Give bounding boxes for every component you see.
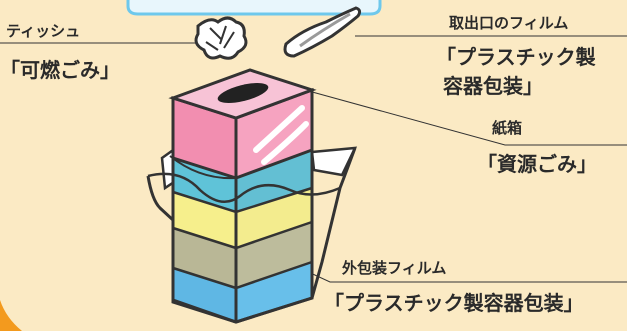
tissue-category-label: 「可燃ごみ」 <box>0 58 120 82</box>
outer-film-wave <box>147 172 341 203</box>
tissue-label: ティッシュ <box>6 22 81 40</box>
corner-accent <box>0 300 22 331</box>
box-category-label: 「資源ごみ」 <box>477 152 597 176</box>
box-layers-side <box>236 150 312 322</box>
box-label: 紙箱 <box>492 119 523 137</box>
tissue-illustration <box>194 16 248 60</box>
outer-leader <box>277 257 627 283</box>
opening-category-line2: 容器包装」 <box>443 74 543 98</box>
top-frame-border <box>126 0 382 16</box>
outer-film-label: 外包装フィルム <box>342 259 447 277</box>
opening-film-label: 取出口のフィルム <box>449 14 569 32</box>
box-leader <box>304 89 627 146</box>
box-layers-front <box>173 158 236 322</box>
film-strip-illustration <box>283 6 362 58</box>
outer-category-label: 「プラスチック製容器包装」 <box>324 291 584 315</box>
outer-film-wave-2 <box>169 155 237 180</box>
opening-category-line1: 「プラスチック製 <box>436 45 596 69</box>
paper-box <box>168 68 317 181</box>
